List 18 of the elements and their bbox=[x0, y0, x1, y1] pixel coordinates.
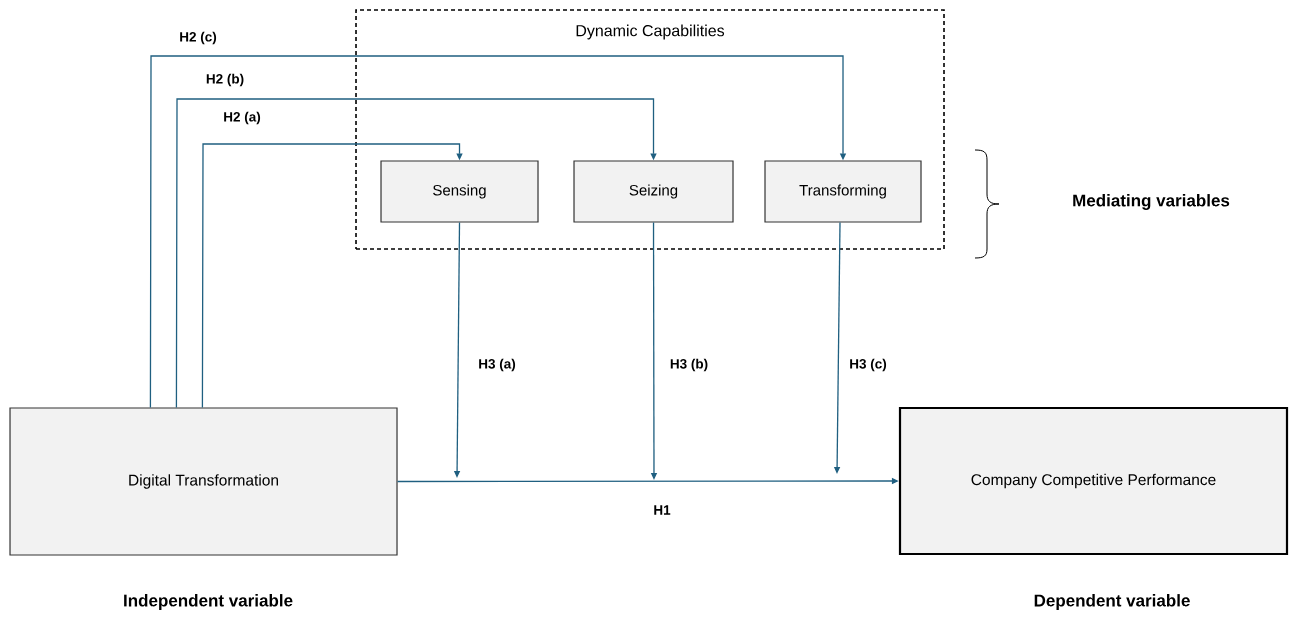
variable-box: Seizing bbox=[573, 160, 734, 223]
edge-label: H3 (c) bbox=[850, 358, 887, 372]
arrow bbox=[149, 55, 847, 409]
edge-label: H2 (c) bbox=[180, 31, 217, 45]
variable-role-label: Independent variable bbox=[124, 594, 293, 610]
edge-label: H1 bbox=[654, 505, 671, 515]
arrow bbox=[201, 143, 463, 409]
variable-box: Digital Transformation bbox=[9, 407, 398, 556]
edge-label: H3 (b) bbox=[670, 358, 708, 372]
group-role-label: Mediating variables bbox=[1073, 194, 1230, 210]
variable-box: Transforming bbox=[764, 160, 922, 223]
edge-label: H3 (a) bbox=[479, 358, 516, 372]
variable-box: Company Competitive Performance bbox=[898, 406, 1289, 556]
arrow bbox=[175, 98, 657, 409]
variable-box: Sensing bbox=[380, 160, 539, 223]
variable-role-label: Dependent variable bbox=[1034, 594, 1190, 610]
edge-label: H2 (b) bbox=[206, 73, 244, 87]
edge-label: H2 (a) bbox=[224, 111, 261, 125]
